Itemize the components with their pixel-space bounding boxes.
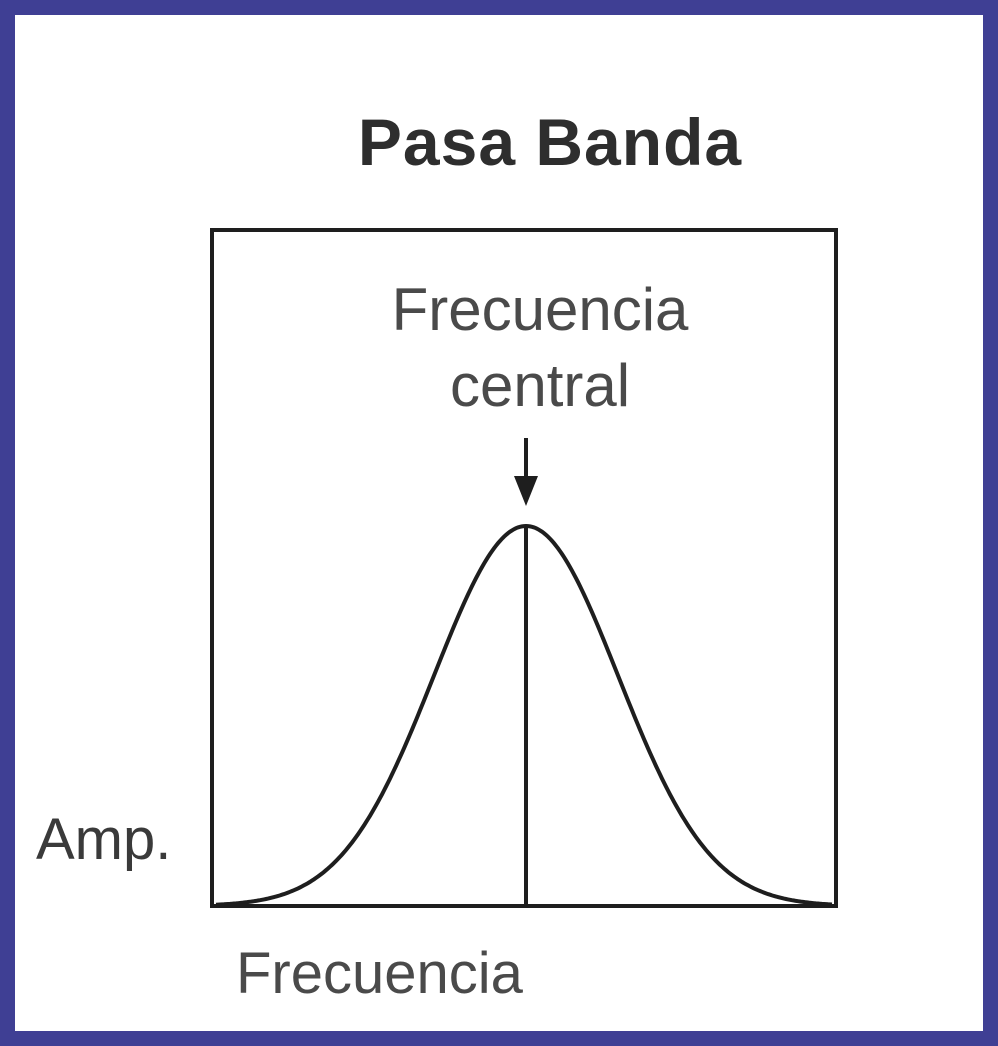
diagram-title: Pasa Banda	[357, 105, 743, 179]
center-frequency-label-line1: Frecuencia	[391, 276, 689, 343]
x-axis-label: Frecuencia	[236, 941, 523, 1006]
center-frequency-label: Frecuencia central	[330, 272, 750, 424]
y-axis-label: Amp.	[36, 807, 172, 872]
center-frequency-label-line2: central	[449, 352, 631, 419]
arrow-head-icon	[514, 476, 538, 506]
